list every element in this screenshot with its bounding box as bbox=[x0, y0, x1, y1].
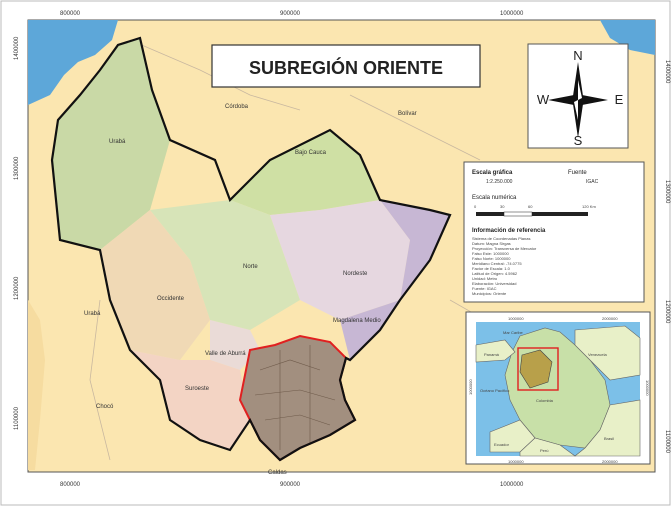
title-box bbox=[211, 44, 481, 88]
label-uraba-west: Urabá bbox=[84, 311, 101, 317]
antioquia-boundary bbox=[50, 36, 452, 462]
coord-left-2: 1300000 bbox=[14, 156, 20, 180]
coords-left: 1400000 1300000 1200000 1100000 bbox=[14, 36, 20, 430]
ref-line: Falso Norte: 1000000 bbox=[472, 256, 511, 261]
scale-tick-1: 30 bbox=[500, 204, 505, 209]
region-magdalena-medio bbox=[340, 200, 450, 360]
coord-top-2: 900000 bbox=[280, 11, 301, 17]
ref-line: Meridiano Central: -74.0775 bbox=[472, 261, 522, 266]
label-magdalena-medio: Magdalena Medio bbox=[333, 318, 381, 324]
ref-line: Sistema de Coordenadas Planas bbox=[472, 236, 530, 241]
inset-coord-bottom-2: 2000000 bbox=[602, 459, 618, 464]
inset-label-colombia: Colombia bbox=[536, 398, 554, 403]
label-uraba-north: Urabá bbox=[109, 139, 126, 145]
coord-bottom-3: 1000000 bbox=[500, 482, 524, 488]
region-bajo-cauca bbox=[230, 130, 380, 215]
scale-tick-0: 0 bbox=[474, 204, 477, 209]
compass-rose-icon bbox=[548, 62, 608, 138]
compass-n: N bbox=[573, 48, 582, 63]
coords-right: 1400000 1300000 1200000 1100000 bbox=[664, 60, 670, 454]
inset-label-brasil: Brasil bbox=[604, 436, 614, 441]
inset-peru bbox=[519, 437, 576, 457]
legend-ref-title: Información de referencia bbox=[472, 228, 546, 234]
oriente-municipalities bbox=[254, 345, 336, 450]
coord-left-4: 1100000 bbox=[14, 406, 20, 430]
legend-ref-lines: Sistema de Coordenadas Planas Datum: Mag… bbox=[472, 236, 537, 296]
ref-line: Latitud de Origen: 4.5962 bbox=[472, 271, 518, 276]
region-norte bbox=[150, 200, 300, 330]
ref-line: Unidad: Metro bbox=[472, 276, 498, 281]
legend-box bbox=[463, 161, 645, 303]
inset-label-peru: Perú bbox=[540, 448, 548, 453]
region-uraba bbox=[52, 38, 170, 250]
inset-coord-left: 1000000 bbox=[468, 379, 473, 395]
legend-source-value: IGAC bbox=[586, 179, 599, 185]
region-occidente bbox=[100, 210, 210, 360]
coord-right-3: 1200000 bbox=[664, 300, 670, 324]
compass-w: W bbox=[537, 92, 550, 107]
inset-label-oceano: Océano Pacífico bbox=[480, 388, 510, 393]
inset-label-venezuela: Venezuela bbox=[588, 352, 607, 357]
ref-line: Falso Este: 1000000 bbox=[472, 251, 509, 256]
caribbean-sea bbox=[28, 20, 118, 105]
label-bolivar: Bolívar bbox=[398, 111, 417, 117]
label-bajo-cauca: Bajo Cauca bbox=[295, 150, 327, 156]
inset-label-mar-caribe: Mar Caribe bbox=[503, 330, 524, 335]
coord-right-2: 1300000 bbox=[664, 180, 670, 204]
inset-label-ecuador: Ecuador bbox=[494, 442, 510, 447]
coord-left-1: 1400000 bbox=[14, 36, 20, 60]
inset-label-panama: Panamá bbox=[484, 352, 500, 357]
compass-e: E bbox=[615, 92, 624, 107]
inset-venezuela bbox=[574, 325, 641, 381]
legend-source-title: Fuente bbox=[568, 170, 587, 176]
sea-northeast bbox=[600, 20, 655, 55]
inset-coord-top-2: 2000000 bbox=[602, 316, 618, 321]
inset-brasil bbox=[574, 399, 641, 457]
map-title: SUBREGIÓN ORIENTE bbox=[249, 57, 443, 78]
coord-top-1: 800000 bbox=[60, 11, 81, 17]
label-choco: Chocó bbox=[96, 404, 114, 410]
label-norte: Norte bbox=[243, 264, 258, 270]
choco-land bbox=[28, 300, 45, 470]
label-suroeste: Suroeste bbox=[185, 386, 210, 392]
coord-right-1: 1400000 bbox=[664, 60, 670, 84]
inset-highlight-box bbox=[517, 347, 559, 391]
ref-line: Factor de Escala: 1.0 bbox=[472, 266, 511, 271]
inset-coord-top-1: 1000000 bbox=[508, 316, 524, 321]
coords-top: 800000 900000 1000000 bbox=[60, 11, 524, 17]
inset-coord-right: 1000000 bbox=[645, 380, 650, 396]
ref-line: Datum: Magna Sirgas bbox=[472, 241, 511, 246]
scale-tick-2: 60 bbox=[528, 204, 533, 209]
coord-bottom-1: 800000 bbox=[60, 482, 81, 488]
inset-antioquia bbox=[519, 349, 553, 389]
legend-scale-value: 1:2.250.000 bbox=[486, 179, 513, 185]
inset-coord-bottom-1: 1000000 bbox=[508, 459, 524, 464]
ref-line: Elaboración: Universidad bbox=[472, 281, 516, 286]
coords-bottom: 800000 900000 1000000 bbox=[60, 482, 524, 488]
inset-panama bbox=[475, 339, 516, 363]
scale-bar bbox=[476, 211, 588, 217]
legend-scale-title: Escala gráfica bbox=[472, 170, 513, 176]
ref-line: Fuente: IGAC bbox=[472, 286, 497, 291]
coord-bottom-2: 900000 bbox=[280, 482, 301, 488]
scale-tick-3: 120 Km bbox=[582, 204, 596, 209]
label-caldas: Caldas bbox=[268, 470, 287, 476]
label-cordoba: Córdoba bbox=[225, 104, 249, 110]
ref-line: Proyección: Transversa de Mercator bbox=[472, 246, 537, 251]
coord-top-3: 1000000 bbox=[500, 11, 524, 17]
label-nordeste: Nordeste bbox=[343, 271, 368, 277]
coord-left-3: 1200000 bbox=[14, 276, 20, 300]
label-occidente: Occidente bbox=[157, 296, 185, 302]
label-valle-aburra: Valle de Aburrá bbox=[205, 351, 246, 357]
region-nordeste bbox=[270, 200, 410, 320]
coord-right-4: 1100000 bbox=[664, 430, 670, 454]
compass-s: S bbox=[574, 133, 583, 148]
ref-line: Municipios: Oriente bbox=[472, 291, 507, 296]
legend-numeric-title: Escala numérica bbox=[472, 195, 517, 201]
region-suroeste bbox=[130, 350, 250, 450]
